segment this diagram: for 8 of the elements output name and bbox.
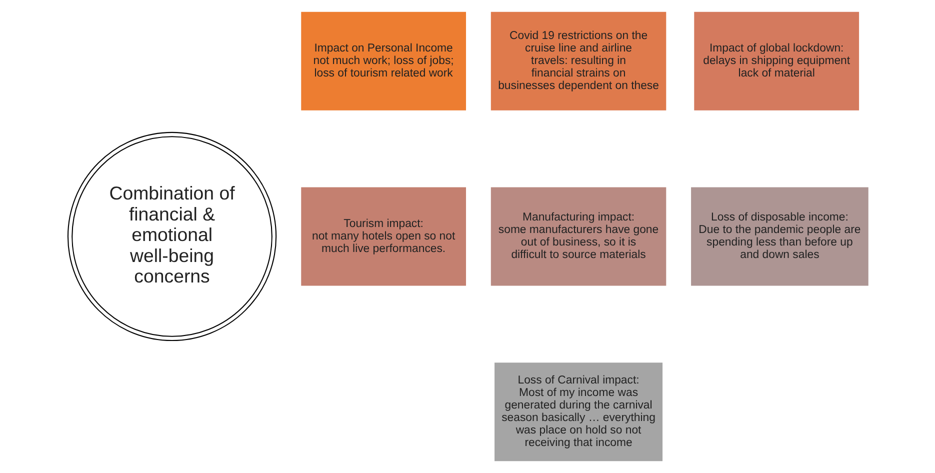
node-box: Covid 19 restrictions on the cruise line and airline travels: resulting in financial strains on businesses dependent on these: [490, 12, 666, 110]
node-box: Impact of global lockdown: delays in shipping equipment lack of material: [694, 12, 859, 110]
node-box: Manufacturing impact: some manufacturers have gone out of business, so it is difficult to source materials: [490, 187, 666, 286]
node-box: Loss of Carnival impact: Most of my income was generated during the carnival season basically … everything was place on hold so not receiving that income: [494, 362, 662, 462]
node-box: Impact on Personal Income not much work; loss of jobs; loss of tourism related work: [300, 12, 466, 110]
node-box: Loss of disposable income: Due to the pandemic people are spending less than before up and down sales: [690, 187, 868, 286]
node-circle: Combination of financial & emotional well-being concerns: [66, 132, 276, 342]
node-box: Tourism impact: not many hotels open so not much live performances.: [300, 187, 466, 286]
